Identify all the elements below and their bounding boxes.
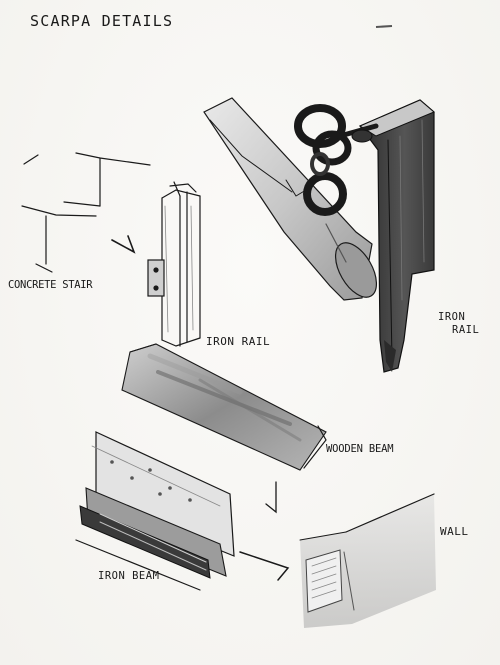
iron-rail-label-right-line1: IRON xyxy=(438,311,466,323)
wall-sketch xyxy=(299,493,436,628)
concrete-stair-label: CONCRETE STAIR xyxy=(8,279,93,291)
iron-rail-label-left: IRON RAIL xyxy=(206,335,271,348)
wooden-beam-label: WOODEN BEAM xyxy=(326,443,394,455)
ring-tube-detail-sketch xyxy=(203,97,435,373)
wall-label: WALL xyxy=(440,525,469,538)
iron-rail-left-sketch xyxy=(147,181,201,347)
wooden-beam-sketch xyxy=(121,343,327,514)
iron-beam-sketch xyxy=(75,431,290,591)
concrete-stair-sketch xyxy=(21,152,151,273)
title-tick-mark xyxy=(375,25,393,28)
iron-rail-label-right-line2: RAIL xyxy=(452,324,480,336)
iron-beam-label: IRON BEAM xyxy=(98,570,160,582)
sketch-title: SCARPA DETAILS xyxy=(30,12,174,30)
